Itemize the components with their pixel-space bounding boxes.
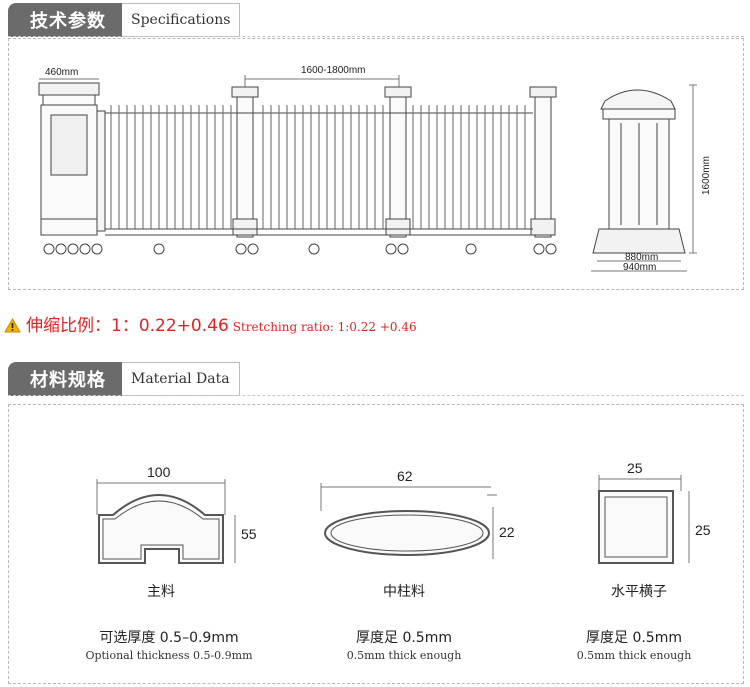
gate-diagram: 460mm 1600-1800mm 880mm 940mm 1600mm xyxy=(38,65,712,273)
stretching-ratio: 伸缩比例：1：0.22+0.46 Stretching ratio: 1:0.2… xyxy=(4,311,417,336)
main-thickness: 可选厚度 0.5–0.9mm Optional thickness 0.5-0.… xyxy=(49,627,289,662)
crossbar-height: 25 xyxy=(695,522,711,538)
control-pillar xyxy=(38,82,106,236)
main-height: 55 xyxy=(241,526,257,542)
crossbar-profile xyxy=(598,475,690,564)
spec-title-cn: 技术参数 xyxy=(8,3,122,37)
pillar-profile-name: 中柱料 xyxy=(383,584,425,600)
main-profile-name-wrap: 主料 xyxy=(91,581,231,601)
dim-height: 1600mm xyxy=(701,156,712,195)
material-title-en: Material Data xyxy=(122,362,240,396)
spec-title-en: Specifications xyxy=(122,3,241,37)
dim-base-inner: 880mm xyxy=(625,252,658,263)
material-title-cn: 材料规格 xyxy=(8,362,122,396)
pillar-thickness-cn: 厚度足 0.5mm xyxy=(356,630,452,646)
spec-header-line xyxy=(8,36,744,37)
spec-panel: 460mm 1600-1800mm 880mm 940mm 1600mm xyxy=(8,38,744,290)
pillar-width: 62 xyxy=(397,468,413,484)
profile-diagrams: 100 55 62 22 25 25 xyxy=(96,460,711,564)
side-view xyxy=(591,84,697,272)
crossbar-thickness-cn: 厚度足 0.5mm xyxy=(586,630,682,646)
dim-span: 1600-1800mm xyxy=(301,65,365,76)
gate-wheels xyxy=(43,243,557,255)
main-thickness-cn: 可选厚度 0.5–0.9mm xyxy=(99,630,239,646)
main-profile xyxy=(96,479,236,564)
material-header-line xyxy=(8,395,744,396)
gate-pillar xyxy=(384,86,412,238)
crossbar-width: 25 xyxy=(627,460,643,476)
pillar-profile-name-wrap: 中柱料 xyxy=(329,581,479,601)
main-profile-name: 主料 xyxy=(147,584,175,600)
main-thickness-en: Optional thickness 0.5-0.9mm xyxy=(85,649,253,662)
dim-base-outer: 940mm xyxy=(623,262,656,273)
gate-bars xyxy=(110,105,526,229)
main-width: 100 xyxy=(147,464,171,480)
pillar-thickness: 厚度足 0.5mm 0.5mm thick enough xyxy=(309,627,499,662)
pillar-profile xyxy=(320,483,497,559)
gate-pillar xyxy=(529,86,557,238)
pillar-height: 22 xyxy=(499,524,515,540)
dim-pillar-width: 460mm xyxy=(45,67,78,78)
ratio-cn: 伸缩比例：1：0.22+0.46 xyxy=(26,316,229,336)
crossbar-thickness-en: 0.5mm thick enough xyxy=(576,649,692,662)
crossbar-thickness: 厚度足 0.5mm 0.5mm thick enough xyxy=(539,627,729,662)
crossbar-profile-name: 水平横子 xyxy=(611,584,667,600)
spec-section-header: 技术参数 Specifications xyxy=(8,3,241,37)
pillar-thickness-en: 0.5mm thick enough xyxy=(346,649,462,662)
gate-pillar xyxy=(231,86,259,238)
warning-icon xyxy=(4,318,21,333)
ratio-en: Stretching ratio: 1:0.22 +0.46 xyxy=(232,320,417,334)
material-panel: 100 55 62 22 25 25 主料 中柱料 水平横子 可选厚度 0.5–… xyxy=(8,404,744,684)
crossbar-profile-name-wrap: 水平横子 xyxy=(579,581,699,601)
material-section-header: 材料规格 Material Data xyxy=(8,362,240,396)
